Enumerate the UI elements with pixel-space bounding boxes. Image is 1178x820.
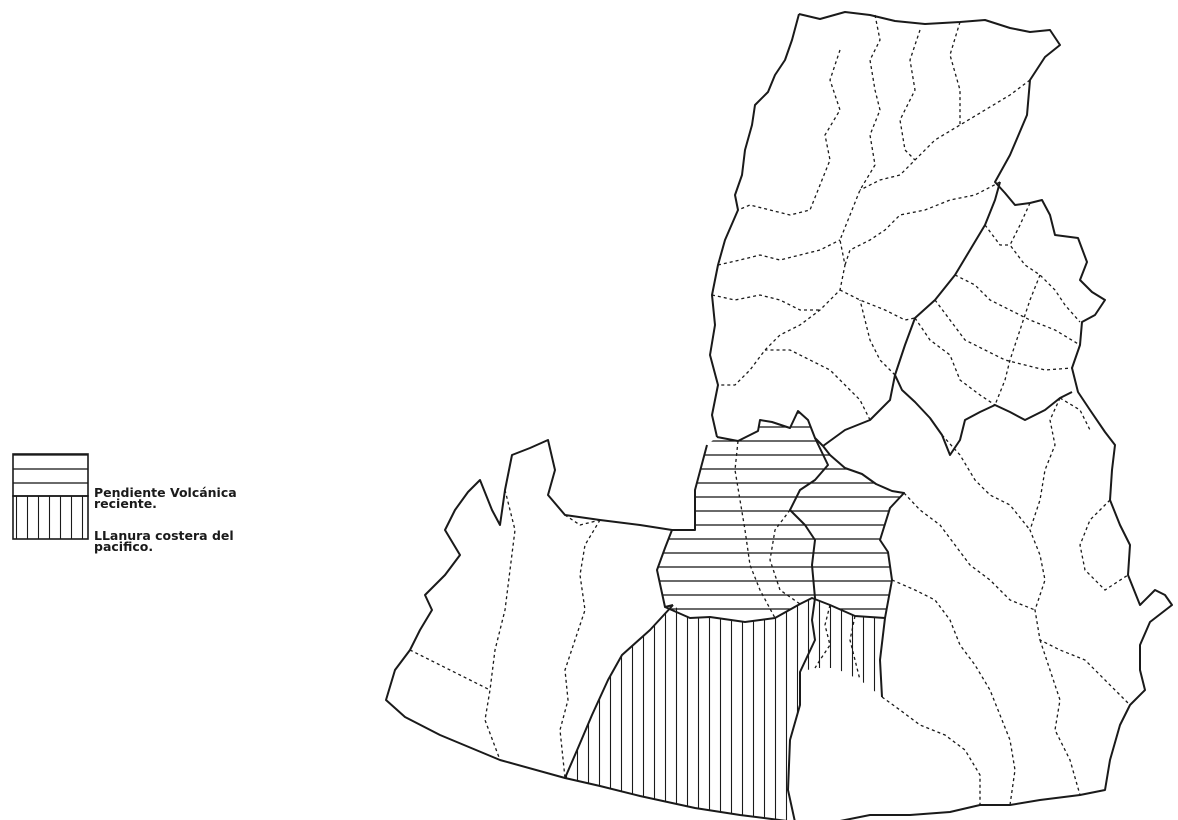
map-outer-boundary: [385, 11, 1173, 820]
legend: [12, 453, 89, 540]
legend-label-volcanic-slope: Pendiente Volcánica reciente.: [94, 485, 237, 511]
municipal-boundaries: [409, 14, 1131, 806]
region-volcanic-slope: [657, 411, 904, 622]
legend-coastal-line2: pacifico.: [94, 539, 154, 554]
region-coastal-plain: [565, 598, 885, 820]
legend-swatch-coastal: [12, 495, 89, 540]
legend-volcanic-line1: Pendiente Volcánica: [94, 485, 237, 500]
legend-label-coastal-plain: LLanura costera del pacifico.: [94, 528, 234, 554]
legend-swatch-volcanic: [12, 453, 89, 497]
legend-coastal-line1: LLanura costera del: [94, 528, 234, 543]
legend-volcanic-line2: reciente.: [94, 496, 157, 511]
